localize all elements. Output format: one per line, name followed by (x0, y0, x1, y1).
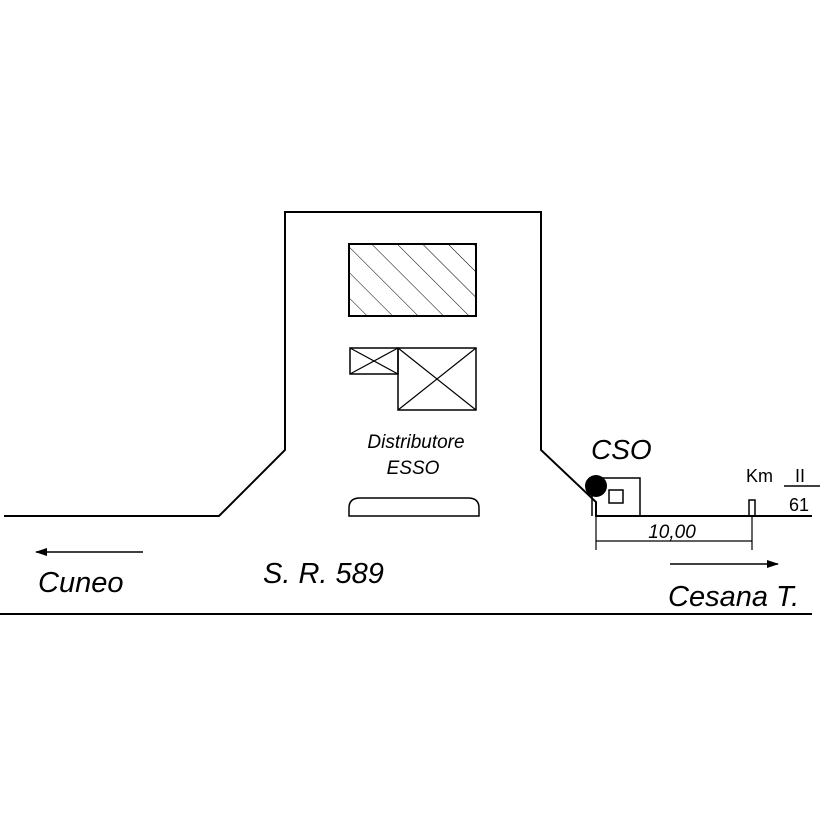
km-post (748, 499, 756, 517)
road-name-label: S. R. 589 (263, 558, 384, 590)
pump-island (348, 497, 480, 517)
west-direction-label: Cuneo (38, 567, 123, 599)
cso-label: CSO (591, 434, 652, 465)
km-prefix-label: Km (746, 466, 773, 486)
dimension-line (595, 516, 753, 550)
cso-cabinet (591, 477, 641, 516)
station-label-line1: Distributore (367, 432, 464, 453)
road-edge-with-station-outline (4, 211, 812, 517)
km-roman-label: II (795, 466, 805, 486)
small-crossed-box (349, 347, 399, 375)
station-label-line2: ESSO (387, 458, 440, 479)
east-direction-label: Cesana T. (668, 581, 799, 613)
station-building-hatched (348, 243, 477, 317)
km-number-label: 61 (789, 495, 809, 515)
dimension-label: 10,00 (648, 522, 696, 543)
large-crossed-box (397, 347, 477, 411)
cso-marker-dot (585, 475, 607, 497)
